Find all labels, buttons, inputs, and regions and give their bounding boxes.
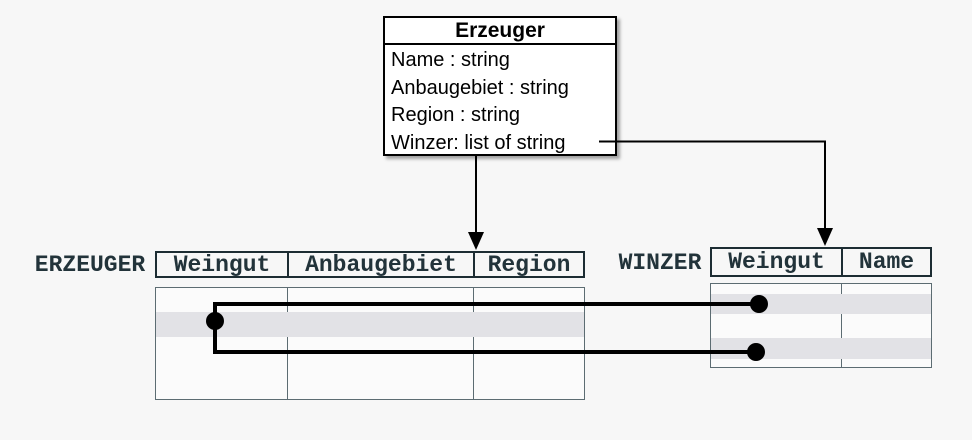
table-header-winzer: Weingut Name <box>710 247 932 277</box>
class-attribute-winzer: Winzer: list of string <box>391 131 566 154</box>
class-attribute-region: Region : string <box>391 104 520 126</box>
highlighted-row <box>156 311 584 337</box>
column-divider <box>472 288 474 399</box>
column-header-region: Region <box>473 252 583 278</box>
class-box-erzeuger: Erzeuger Name : string Anbaugebiet : str… <box>383 16 617 156</box>
column-header-weingut: Weingut <box>728 249 825 275</box>
highlighted-row <box>711 293 931 314</box>
column-header-weingut: Weingut <box>173 251 271 278</box>
highlighted-row <box>711 337 931 359</box>
class-attribute-anbaugebiet: Anbaugebiet : string <box>391 76 569 99</box>
class-box-title: Erzeuger <box>385 18 615 45</box>
table-body-winzer <box>710 283 932 368</box>
arrowhead-icon <box>468 232 484 250</box>
table-header-erzeuger: Weingut Anbaugebiet Region <box>155 251 585 278</box>
arrow-winzer-attr-to-winzer-table <box>599 140 826 230</box>
table-label-erzeuger: ERZEUGER <box>34 252 146 278</box>
column-divider <box>840 284 842 367</box>
table-label-winzer: WINZER <box>618 250 702 276</box>
class-attribute-name: Name : string <box>391 49 510 71</box>
class-attribute-list: Name : string Anbaugebiet : string Regio… <box>385 45 615 157</box>
column-header-anbaugebiet: Anbaugebiet <box>287 252 473 278</box>
table-body-erzeuger <box>155 287 585 400</box>
arrowhead-icon <box>817 228 833 246</box>
column-header-name: Name <box>841 249 930 275</box>
column-divider <box>286 288 288 399</box>
